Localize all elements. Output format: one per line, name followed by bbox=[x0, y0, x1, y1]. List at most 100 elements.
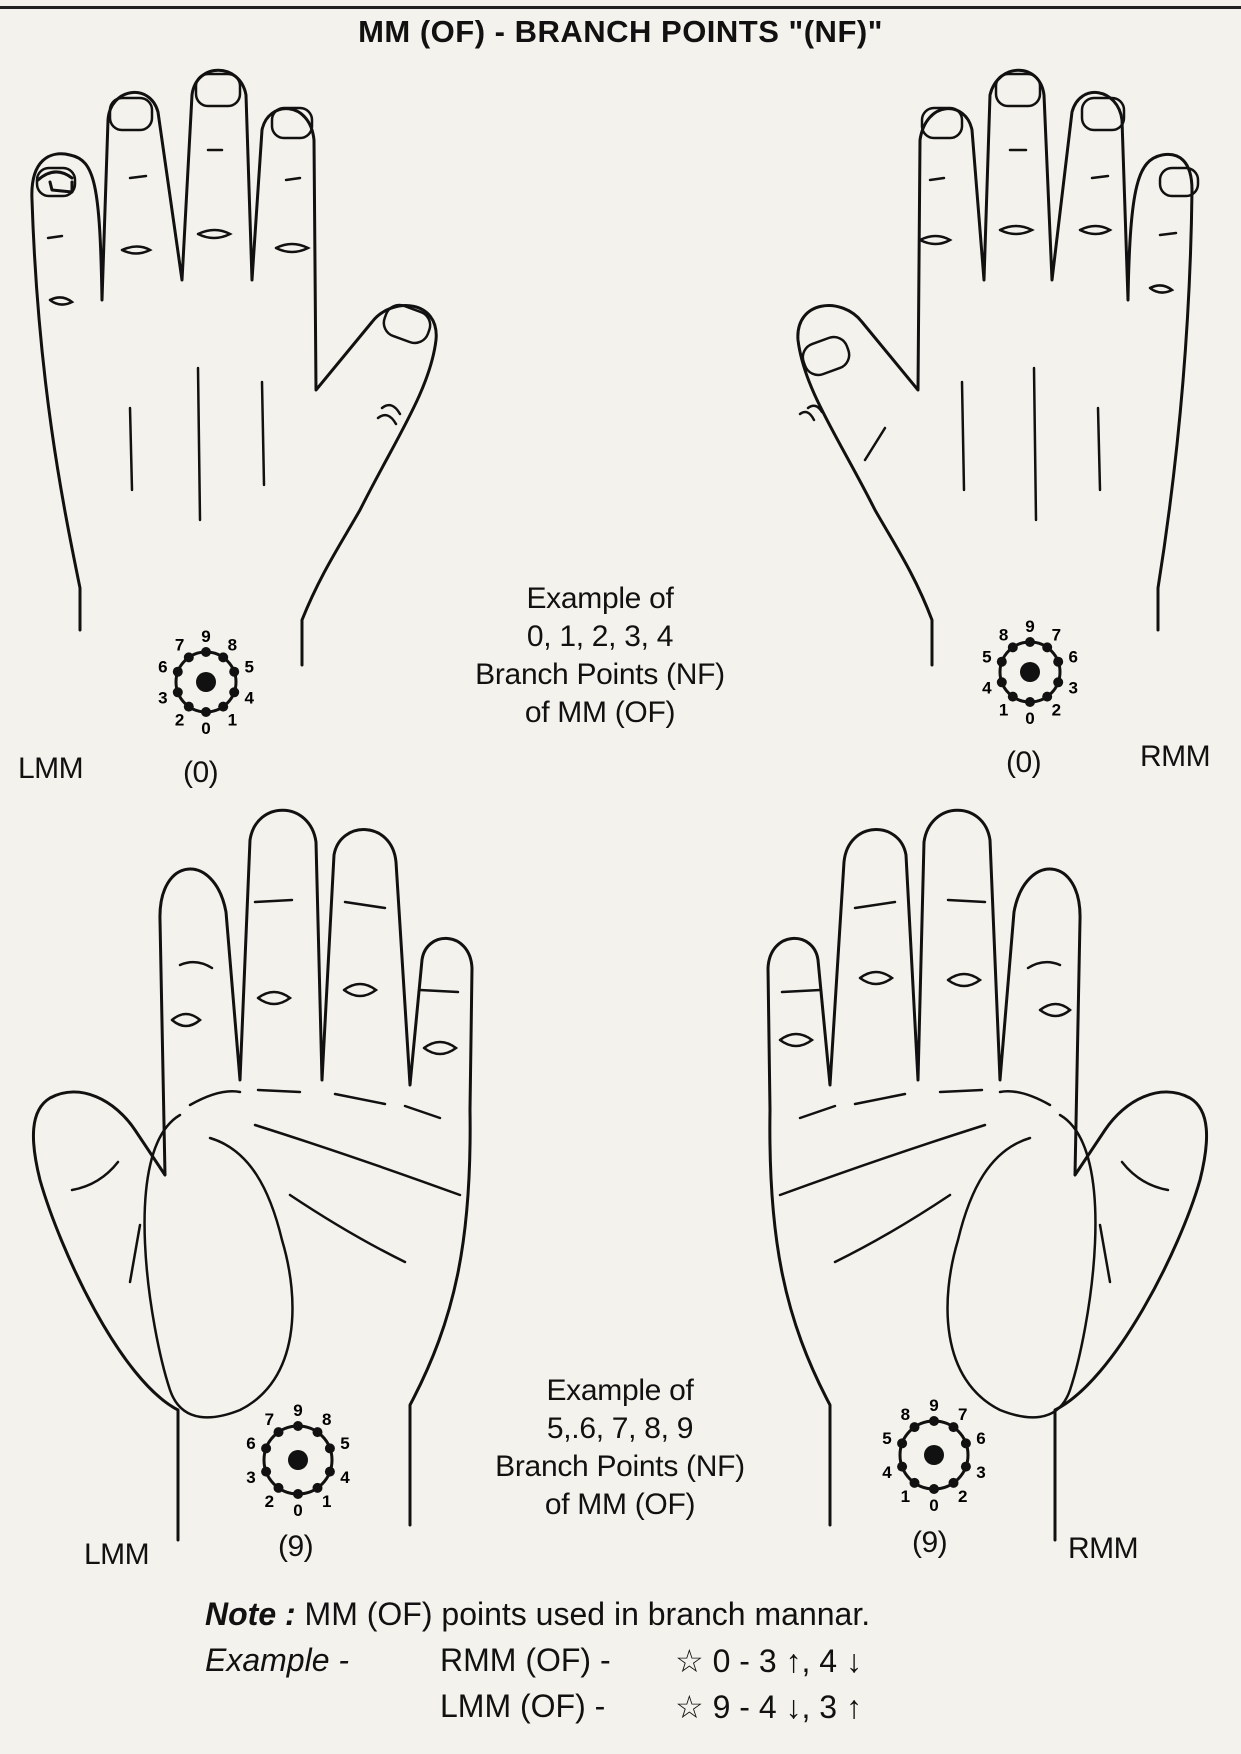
branch-point-dot bbox=[1042, 691, 1053, 702]
branch-point-digit: 2 bbox=[175, 711, 184, 730]
branch-point-dot bbox=[218, 652, 229, 663]
wheel-center-dot bbox=[196, 672, 216, 692]
branch-point-digit: 0 bbox=[929, 1496, 938, 1515]
branch-point-digit: 5 bbox=[882, 1429, 891, 1448]
branch-point-digit: 3 bbox=[158, 689, 167, 708]
note-label: Note : bbox=[205, 1596, 296, 1632]
branch-point-digit: 8 bbox=[999, 625, 1008, 644]
label-rmm-bottom: RMM bbox=[1068, 1532, 1139, 1565]
example-bottom-line: Example of bbox=[546, 1374, 694, 1407]
branch-point-digit: 2 bbox=[1052, 701, 1061, 720]
branch-point-dot bbox=[172, 687, 183, 698]
branch-point-digit: 1 bbox=[322, 1492, 331, 1511]
branch-point-digit: 6 bbox=[1068, 647, 1077, 666]
branch-point-digit: 4 bbox=[882, 1463, 892, 1482]
branch-point-dot bbox=[201, 647, 211, 657]
note-text: MM (OF) points used in branch mannar. bbox=[304, 1596, 871, 1632]
note-example-label: Example - bbox=[205, 1642, 349, 1679]
branch-point-dot bbox=[273, 1427, 284, 1438]
branch-point-digit: 2 bbox=[958, 1487, 967, 1506]
branch-point-dot bbox=[183, 701, 194, 712]
wheel-center-dot bbox=[288, 1450, 308, 1470]
branch-point-digit: 7 bbox=[265, 1410, 274, 1429]
branch-point-dot bbox=[229, 687, 240, 698]
branch-point-digit: 3 bbox=[246, 1468, 255, 1487]
wheel-caption-bottom-right: (9) bbox=[912, 1526, 948, 1559]
branch-point-digit: 1 bbox=[999, 701, 1008, 720]
branch-point-dot bbox=[948, 1422, 959, 1433]
branch-point-digit: 0 bbox=[1025, 709, 1034, 728]
wheel-caption-top-right: (0) bbox=[1006, 746, 1042, 779]
example-top-line: Example of bbox=[526, 582, 674, 615]
branch-point-digit: 3 bbox=[1068, 679, 1077, 698]
label-rmm-top: RMM bbox=[1140, 740, 1211, 773]
branch-point-dot bbox=[201, 707, 211, 717]
branch-point-digit: 0 bbox=[201, 719, 210, 738]
branch-point-digit: 7 bbox=[175, 635, 184, 654]
example-top-line: of MM (OF) bbox=[524, 696, 676, 729]
branch-point-digit: 6 bbox=[158, 657, 167, 676]
branch-point-dot bbox=[960, 1461, 971, 1472]
note-row-lmm-value: ☆ 9 - 4 ↓, 3 ↑ bbox=[675, 1689, 862, 1725]
branch-point-digit: 7 bbox=[958, 1405, 967, 1424]
example-bottom-caption: Example of 5,.6, 7, 8, 9 Branch Points (… bbox=[450, 1372, 790, 1524]
branch-point-digit: 2 bbox=[265, 1492, 274, 1511]
branch-point-dot bbox=[183, 652, 194, 663]
branch-point-dot bbox=[948, 1477, 959, 1488]
branch-point-digit: 4 bbox=[244, 689, 254, 708]
branch-point-digit: 6 bbox=[976, 1429, 985, 1448]
branch-point-digit: 9 bbox=[1025, 617, 1034, 636]
branch-point-dot bbox=[1007, 691, 1018, 702]
branch-point-dot bbox=[218, 701, 229, 712]
note-line: Note : MM (OF) points used in branch man… bbox=[205, 1596, 870, 1633]
branch-point-dot bbox=[929, 1416, 939, 1426]
label-lmm-bottom: LMM bbox=[84, 1538, 150, 1571]
branch-point-dot bbox=[273, 1482, 284, 1493]
branch-point-dot bbox=[1042, 642, 1053, 653]
branch-point-digit: 5 bbox=[982, 647, 991, 666]
branch-point-dot bbox=[324, 1443, 335, 1454]
branch-point-digit: 0 bbox=[293, 1501, 302, 1520]
note-row-lmm-name: LMM (OF) - bbox=[440, 1688, 606, 1724]
branch-point-digit: 1 bbox=[228, 711, 237, 730]
example-bottom-line: Branch Points (NF) bbox=[495, 1450, 745, 1483]
branch-point-dot bbox=[996, 677, 1007, 688]
branch-point-dot bbox=[996, 656, 1007, 667]
branch-point-digit: 6 bbox=[246, 1434, 255, 1453]
branch-point-digit: 5 bbox=[340, 1434, 349, 1453]
branch-point-dot bbox=[1007, 642, 1018, 653]
top-rule bbox=[0, 6, 1241, 9]
branch-point-digit: 4 bbox=[340, 1468, 350, 1487]
example-bottom-line: 5,.6, 7, 8, 9 bbox=[546, 1412, 694, 1445]
branch-point-dot bbox=[929, 1484, 939, 1494]
example-top-line: Branch Points (NF) bbox=[475, 658, 725, 691]
branch-point-dot bbox=[261, 1466, 272, 1477]
branch-point-dot bbox=[897, 1438, 908, 1449]
example-label: Example - bbox=[205, 1642, 350, 1678]
branch-point-digit: 7 bbox=[1052, 625, 1061, 644]
branch-point-dot bbox=[172, 666, 183, 677]
branch-point-dot bbox=[312, 1482, 323, 1493]
branch-point-digit: 1 bbox=[901, 1487, 910, 1506]
note-row-rmm-value: ☆ 0 - 3 ↑, 4 ↓ bbox=[675, 1643, 862, 1679]
label-lmm-top: LMM bbox=[18, 752, 84, 785]
wheel-center-dot bbox=[924, 1445, 944, 1465]
branch-point-digit: 5 bbox=[244, 657, 253, 676]
hand-top-right bbox=[796, 68, 1200, 667]
branch-point-dot bbox=[1025, 637, 1035, 647]
branch-point-dot bbox=[897, 1461, 908, 1472]
branch-point-digit: 8 bbox=[322, 1410, 331, 1429]
wheel-caption-top-left: (0) bbox=[183, 756, 219, 789]
page-title: MM (OF) - BRANCH POINTS "(NF)" bbox=[358, 14, 883, 49]
branch-point-dot bbox=[1025, 697, 1035, 707]
branch-point-digit: 8 bbox=[901, 1405, 910, 1424]
note-row-rmm-name: RMM (OF) - bbox=[440, 1642, 611, 1678]
wheel-center-dot bbox=[1020, 662, 1040, 682]
